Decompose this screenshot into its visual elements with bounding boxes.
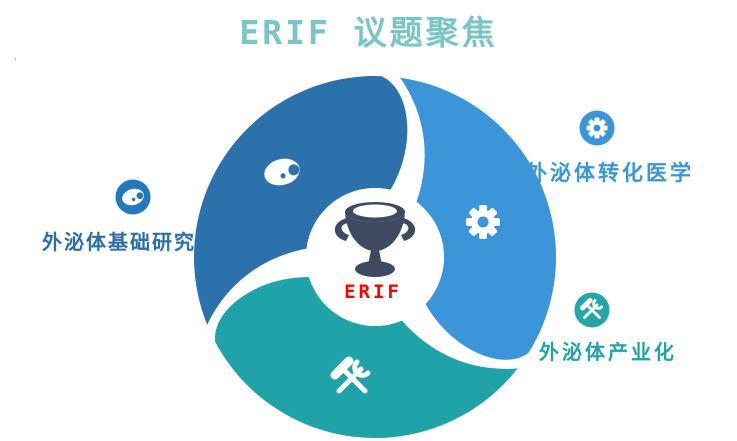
label-basic-research: 外泌体基础研究 [42,232,196,254]
palette-icon [122,188,144,206]
label-translational-medicine: 外泌体转化医学 [526,162,694,185]
tools-icon [580,298,603,319]
badge-industrialization [574,292,610,328]
palette-icon [264,158,300,186]
trophy-icon [334,202,416,277]
label-industrialization: 外泌体产业化 [539,342,677,364]
gear-icon [466,205,500,239]
center-hub-label: ERIF [344,281,402,303]
page-title: ERIF 议题聚焦 [239,13,498,52]
badge-basic-research [115,179,151,215]
gear-icon [586,117,608,139]
stray-mark: ' [14,55,17,70]
tools-icon [330,356,371,394]
badge-translational-medicine [579,110,615,146]
